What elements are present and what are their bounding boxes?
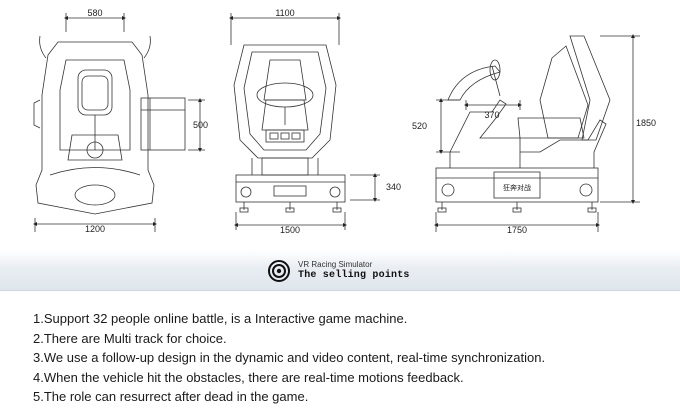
dim-side-length: 1750 xyxy=(507,225,527,235)
list-item: 3.We use a follow-up design in the dynam… xyxy=(33,350,546,365)
banner-title: VR Racing Simulator xyxy=(298,260,373,269)
selling-points-list: 1.Support 32 people online battle, is a … xyxy=(33,309,673,407)
list-item: 2.There are Multi track for choice. xyxy=(33,330,227,346)
dim-front-top: 1100 xyxy=(275,8,294,18)
dim-front-base: 1500 xyxy=(280,225,300,235)
dim-front-platform: 340 xyxy=(386,182,401,192)
dim-side-total-height: 1850 xyxy=(636,118,656,128)
technical-drawings-svg: 580 1200 500 xyxy=(33,8,656,235)
platform-plate-text: 狂奔对战 xyxy=(503,183,531,192)
brand-logo-icon xyxy=(268,260,290,282)
dim-top-base: 1200 xyxy=(85,224,105,234)
dim-top-width: 580 xyxy=(87,8,102,18)
dim-top-side: 500 xyxy=(193,120,208,130)
dim-side-seat-height: 520 xyxy=(412,121,427,131)
side-view-drawing xyxy=(434,34,640,232)
list-item: 4.When the vehicle hit the obstacles, th… xyxy=(33,369,464,385)
technical-drawings: 580 1200 500 xyxy=(33,8,656,235)
list-item: 5.The role can resurrect after dead in t… xyxy=(33,389,309,404)
banner-subtitle: The selling points xyxy=(298,270,410,281)
list-item: 1.Support 32 people online battle, is a … xyxy=(33,311,408,326)
top-view-drawing xyxy=(33,13,205,232)
dim-side-depth: 370 xyxy=(484,110,499,120)
front-view-drawing xyxy=(229,13,380,230)
selling-points-banner: VR Racing Simulator The selling points xyxy=(0,250,680,291)
